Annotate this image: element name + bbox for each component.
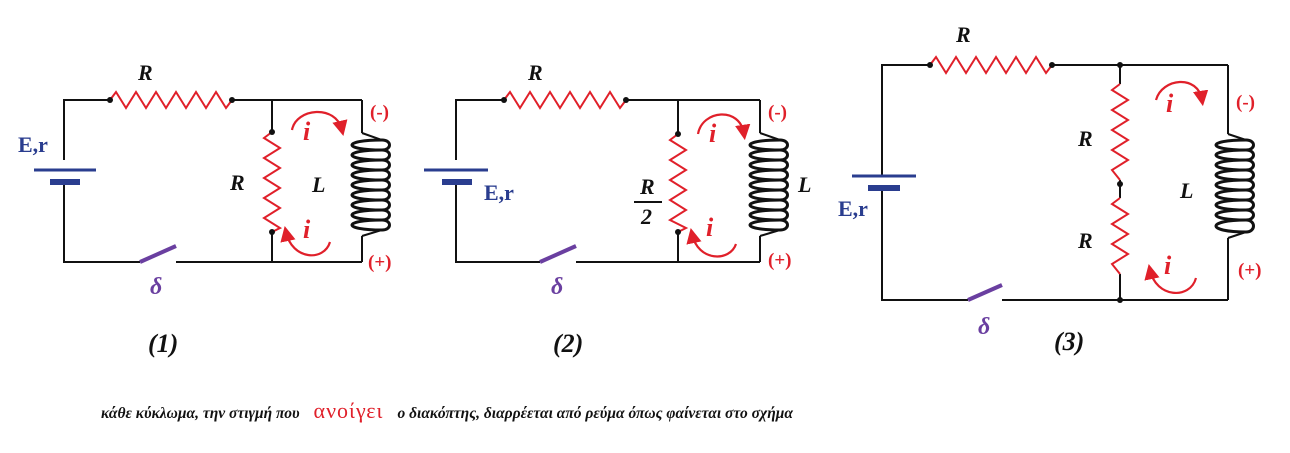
circuit-1-polarity-top: (-) [370,102,389,123]
circuit-1-current-label-bottom: i [303,215,311,244]
circuit-1-series-resistor [109,90,233,110]
circuit-1-switch-label: δ [150,274,162,300]
circuit-3-current-label-bottom: i [1164,251,1172,280]
caption-highlight: ανοίγει [314,398,384,423]
circuit-3-battery-icon [852,174,916,191]
caption-after: ο διακόπτης, διαρρέεται από ρεύμα όπως φ… [397,405,793,422]
circuit-3-current-arrow-bottom [1144,263,1198,294]
circuit-2-wires [455,99,761,263]
circuit-3-parallel-resistor-upper [1110,83,1130,181]
circuit-3-parallel-resistor-lower [1110,197,1130,275]
circuit-1-polarity-bottom: (+) [368,252,391,273]
circuit-1-inductor-label: L [311,172,325,197]
circuit-1-switch-icon [139,244,177,264]
circuit-3-polarity-top: (-) [1236,92,1255,113]
circuit-3-parallel-resistor-lower-label: R [1077,228,1093,253]
circuit-2-polarity-bottom: (+) [768,250,791,271]
circuit-2-battery-icon [424,168,488,185]
circuit-2-inductor-icon [748,132,789,237]
circuit-3-series-resistor-label: R [955,22,971,47]
circuit-3: R E,r δ R R L i i (-) (+) (3) [838,22,1261,356]
circuit-2-current-label-top: i [709,119,717,148]
circuit-2-fraction-denominator: 2 [640,204,652,229]
circuit-2-inductor-label: L [797,172,811,197]
circuit-3-switch-icon [967,283,1003,302]
circuit-2-current-arrow-top [696,113,751,141]
circuit-3-number: (3) [1054,327,1084,356]
circuit-2-source-label: E,r [484,180,514,205]
circuit-1-inductor-icon [350,132,391,237]
circuit-2-parallel-resistor [667,133,689,233]
circuit-2-switch-icon [539,244,577,264]
circuit-1-parallel-resistor-label: R [229,170,245,195]
circuit-2-resistor-fraction: R 2 [634,174,662,229]
caption: κάθε κύκλωμα, την στιγμή που ανοίγει ο δ… [101,398,793,423]
circuit-1-current-label-top: i [303,117,311,146]
circuit-2: R E,r δ R 2 L i i (-) (+) (2) [424,60,811,358]
circuit-2-current-arrow-bottom [686,227,738,258]
circuit-2-series-resistor-label: R [527,60,543,85]
circuit-3-switch-label: δ [978,314,990,340]
circuit-1-battery-icon [34,168,96,185]
circuit-2-series-resistor [503,90,627,110]
circuit-3-parallel-resistor-upper-label: R [1077,126,1093,151]
circuit-1: R E,r δ R L i i (-) (+) (1) [18,60,391,358]
circuit-3-inductor-label: L [1179,178,1193,203]
circuit-1-wires [63,99,363,263]
circuit-2-number: (2) [553,329,583,358]
circuit-3-wires [881,64,1229,301]
circuit-3-current-label-top: i [1166,89,1174,118]
circuit-2-switch-label: δ [551,274,563,300]
circuit-3-series-resistor [929,55,1053,75]
circuit-2-current-label-bottom: i [706,213,714,242]
circuit-3-current-arrow-top [1154,80,1209,107]
caption-before: κάθε κύκλωμα, την στιγμή που [101,405,300,422]
circuit-1-source-label: E,r [18,132,48,157]
circuit-3-polarity-bottom: (+) [1238,260,1261,281]
circuit-1-series-resistor-label: R [137,60,153,85]
circuit-1-current-arrow-top [290,110,348,137]
circuit-1-number: (1) [148,329,178,358]
circuit-1-current-arrow-bottom [280,225,332,257]
circuit-3-inductor-icon [1214,133,1255,239]
circuit-1-parallel-resistor [262,131,283,233]
circuit-2-polarity-top: (-) [768,102,787,123]
circuit-2-fraction-numerator: R [639,174,655,199]
circuit-3-source-label: E,r [838,196,868,221]
